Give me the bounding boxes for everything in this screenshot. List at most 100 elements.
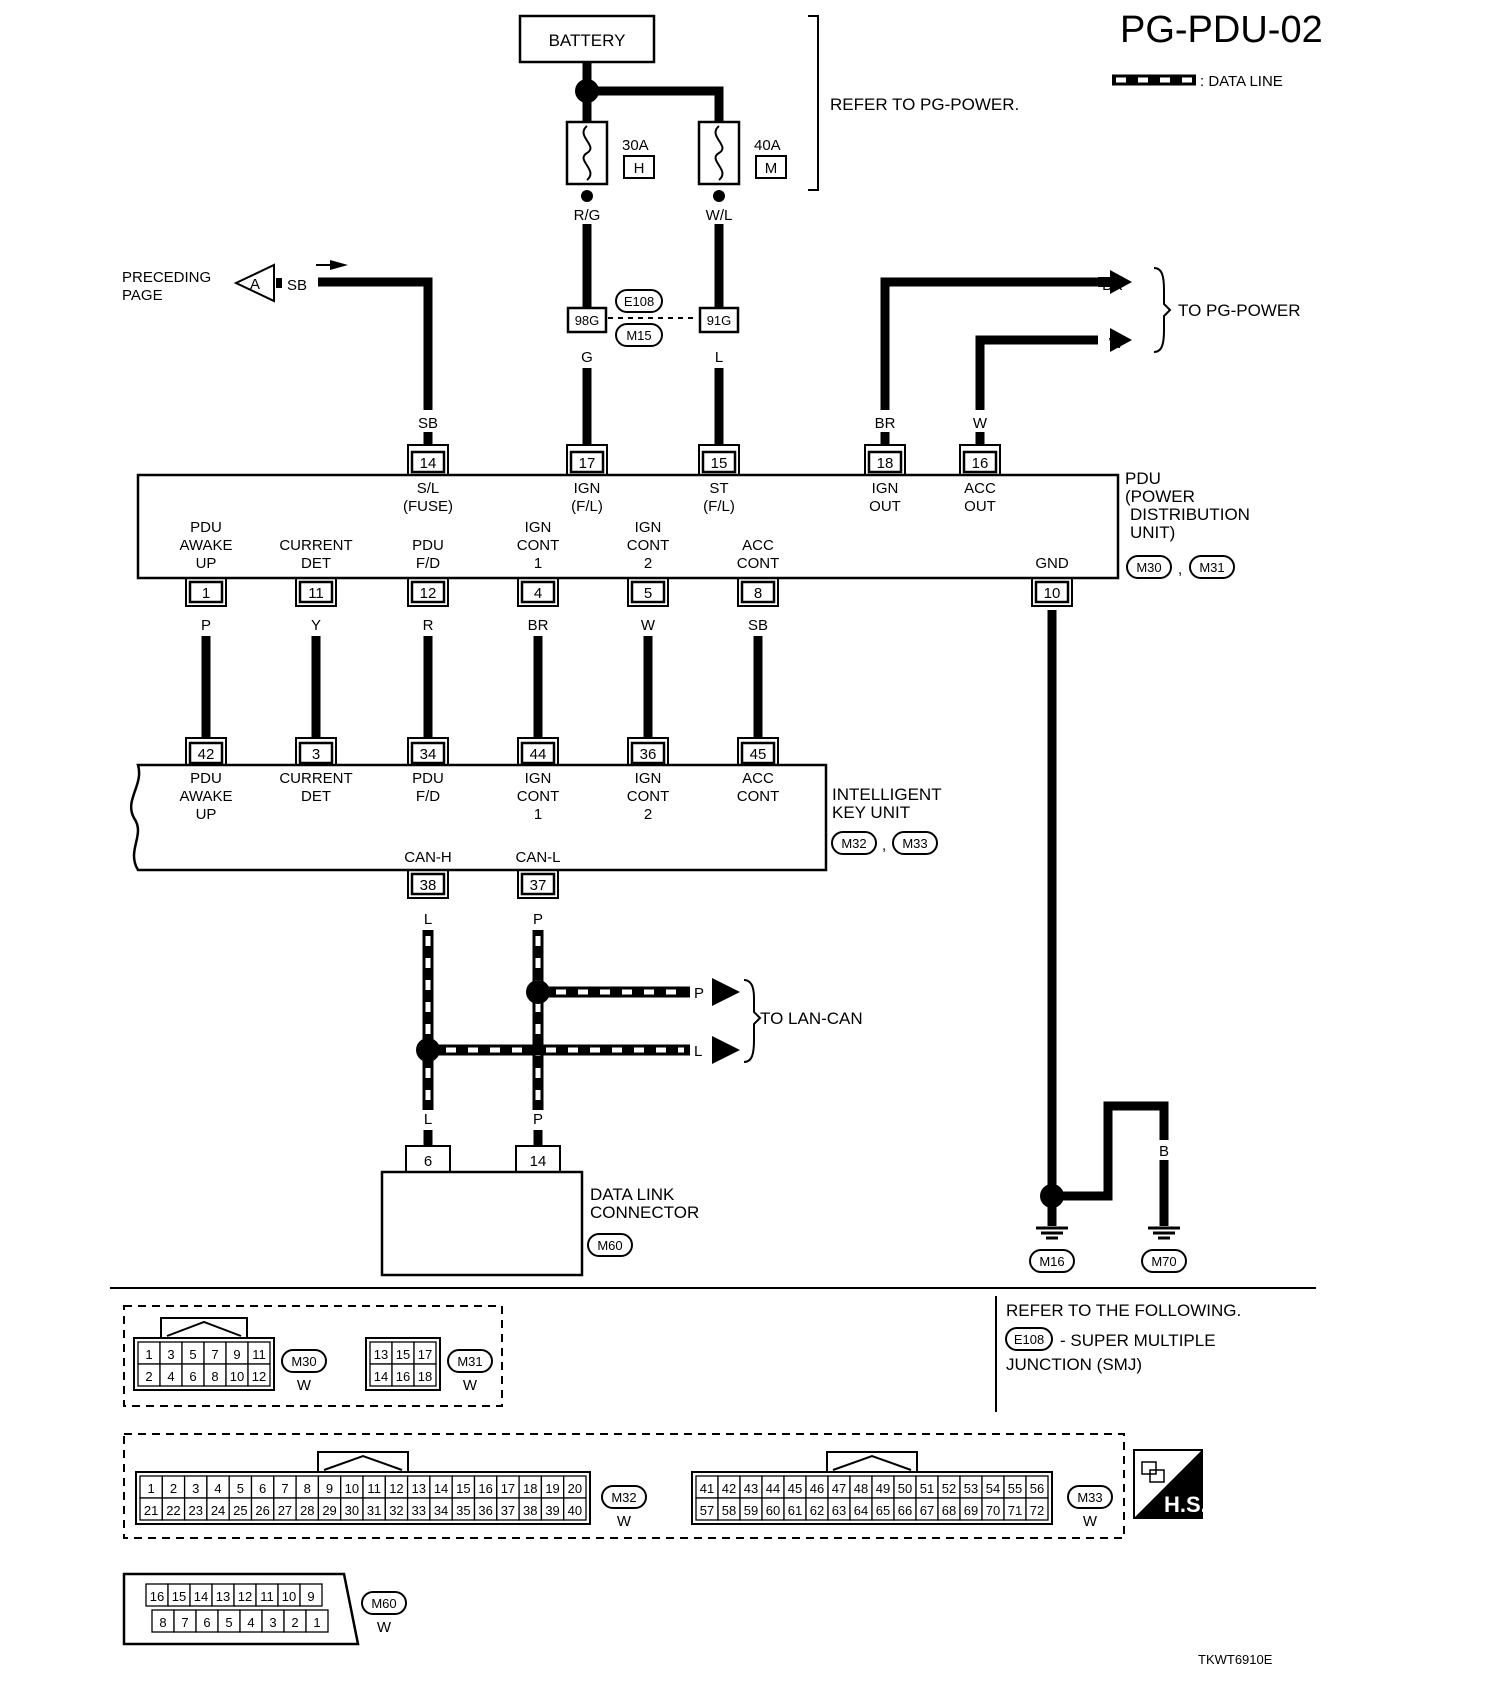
- svg-text:36: 36: [640, 746, 657, 763]
- svg-text:W: W: [297, 1377, 312, 1394]
- svg-text:G: G: [581, 349, 593, 366]
- can-data-lines: [416, 930, 690, 1110]
- svg-text:E108: E108: [1014, 1332, 1044, 1347]
- svg-text:P: P: [533, 1111, 543, 1128]
- svg-text:(FUSE): (FUSE): [403, 498, 453, 515]
- cavity-65: 65: [876, 1503, 890, 1518]
- cavity-11: 11: [260, 1589, 274, 1604]
- svg-text:CONT: CONT: [627, 537, 670, 554]
- svg-text:PAGE: PAGE: [122, 287, 163, 304]
- pdu-pin-17: 17 IGN(F/L): [566, 444, 608, 515]
- svg-text:W/L: W/L: [706, 207, 733, 224]
- cavity-59: 59: [744, 1503, 758, 1518]
- svg-text:34: 34: [420, 746, 437, 763]
- cavity-64: 64: [854, 1503, 868, 1518]
- svg-text:16: 16: [972, 455, 989, 472]
- svg-text:1: 1: [534, 555, 542, 572]
- svg-text:14: 14: [420, 455, 437, 472]
- svg-text:W: W: [377, 1619, 392, 1636]
- svg-text:1: 1: [534, 806, 542, 823]
- cavity-1: 1: [145, 1347, 152, 1362]
- svg-text:SB: SB: [418, 415, 438, 432]
- battery-box: BATTERY: [518, 14, 656, 64]
- svg-text:CONT: CONT: [517, 788, 560, 805]
- svg-text:M31: M31: [457, 1354, 482, 1369]
- cavity-51: 51: [920, 1481, 934, 1496]
- svg-text:- SUPER MULTIPLE: - SUPER MULTIPLE: [1060, 1331, 1216, 1350]
- svg-text:PDU: PDU: [190, 519, 222, 536]
- cavity-9: 9: [307, 1589, 314, 1604]
- svg-text:CONNECTOR: CONNECTOR: [590, 1203, 699, 1222]
- svg-text:IGN: IGN: [635, 770, 662, 787]
- fuse-m: 40A M: [697, 120, 787, 186]
- svg-text:AWAKE: AWAKE: [179, 537, 232, 554]
- refer-following: REFER TO THE FOLLOWING. E108 - SUPER MUL…: [1005, 1301, 1241, 1374]
- svg-text:BR: BR: [875, 415, 896, 432]
- svg-text:M60: M60: [597, 1238, 622, 1253]
- cavity-1: 1: [313, 1615, 320, 1630]
- wire-color-8: SB: [748, 617, 768, 634]
- svg-text:14: 14: [530, 1153, 547, 1170]
- svg-text:12: 12: [420, 585, 437, 602]
- svg-text:42: 42: [198, 746, 215, 763]
- data-link-connector: L P 6 14 DATA LINK CONNECTOR M60: [380, 1111, 699, 1277]
- svg-text:IGN: IGN: [525, 519, 552, 536]
- cavity-12: 12: [252, 1369, 266, 1384]
- svg-text:INTELLIGENT: INTELLIGENT: [832, 785, 942, 804]
- svg-text:ST: ST: [709, 480, 728, 497]
- cavity-5: 5: [189, 1347, 196, 1362]
- svg-text:98G: 98G: [575, 313, 600, 328]
- svg-text:H.S.: H.S.: [1164, 1492, 1207, 1517]
- pdu-box: [136, 473, 1120, 580]
- svg-text:CURRENT: CURRENT: [279, 537, 352, 554]
- wire-color-12: R: [423, 617, 434, 634]
- cavity-68: 68: [942, 1503, 956, 1518]
- pdu-bottom-pins: PDUAWAKEUP1PCURRENTDET11YPDUF/D12RIGNCON…: [179, 519, 1073, 738]
- cavity-63: 63: [832, 1503, 846, 1518]
- svg-text:E108: E108: [624, 294, 654, 309]
- svg-text:,: ,: [1178, 561, 1182, 578]
- intelligent-key-unit-box: [129, 763, 828, 872]
- cavity-42: 42: [722, 1481, 736, 1496]
- svg-text:PDU: PDU: [412, 537, 444, 554]
- svg-text:BATTERY: BATTERY: [549, 31, 626, 50]
- svg-text:(POWER: (POWER: [1125, 487, 1195, 506]
- svg-text:UP: UP: [196, 555, 217, 572]
- cavity-26: 26: [255, 1503, 269, 1518]
- svg-text:2: 2: [644, 555, 652, 572]
- cavity-31: 31: [367, 1503, 381, 1518]
- svg-text:37: 37: [530, 877, 547, 894]
- cavity-70: 70: [986, 1503, 1000, 1518]
- cavity-29: 29: [322, 1503, 336, 1518]
- cavity-69: 69: [964, 1503, 978, 1518]
- cavity-20: 20: [568, 1481, 582, 1496]
- svg-text:F/D: F/D: [416, 555, 440, 572]
- svg-text:M32: M32: [611, 1490, 636, 1505]
- svg-text:L: L: [424, 1111, 432, 1128]
- hs-badge: H.S.: [1133, 1449, 1207, 1519]
- cavity-34: 34: [434, 1503, 448, 1518]
- cavity-6: 6: [203, 1615, 210, 1630]
- cavity-13: 13: [216, 1589, 230, 1604]
- svg-text:M16: M16: [1039, 1254, 1064, 1269]
- cavity-8: 8: [211, 1369, 218, 1384]
- svg-text:M: M: [765, 160, 778, 177]
- svg-text:PDU: PDU: [190, 770, 222, 787]
- wire-color-5: W: [641, 617, 656, 634]
- svg-text:UP: UP: [196, 806, 217, 823]
- svg-text:L: L: [694, 1043, 702, 1060]
- cavity-60: 60: [766, 1503, 780, 1518]
- cavity-45: 45: [788, 1481, 802, 1496]
- svg-text:DATA LINK: DATA LINK: [590, 1185, 675, 1204]
- svg-text:DET: DET: [301, 555, 331, 572]
- cavity-1: 1: [148, 1481, 155, 1496]
- svg-text:M32: M32: [841, 836, 866, 851]
- svg-text:OUT: OUT: [964, 498, 996, 515]
- svg-text:CONT: CONT: [517, 537, 560, 554]
